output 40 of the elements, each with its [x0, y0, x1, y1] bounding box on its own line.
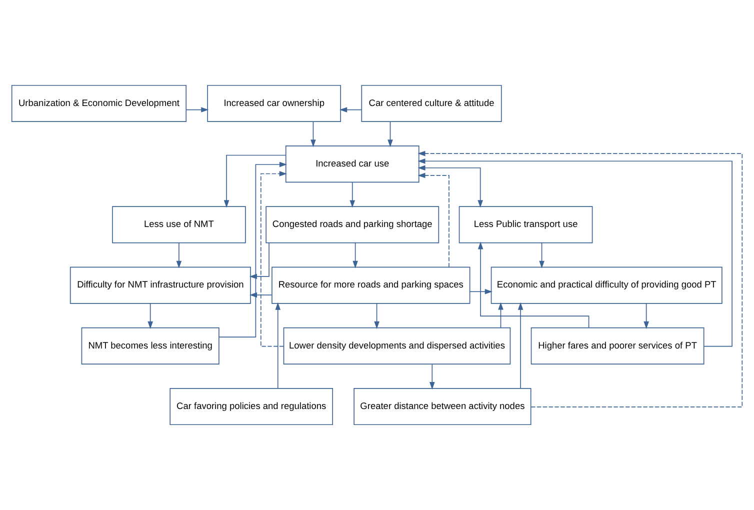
node-box: Car favoring policies and regulations	[170, 388, 333, 426]
arrow	[310, 121, 316, 148]
node-box: Higher fares and poorer services of PT	[530, 327, 704, 364]
node-box: Lower density developments and dispersed activities	[283, 327, 511, 364]
arrow	[469, 288, 492, 294]
arrow	[388, 121, 393, 148]
arrow	[374, 303, 380, 330]
node-box: Economic and practical difficulty of providing good PT	[490, 266, 722, 304]
arrow	[418, 165, 483, 208]
node-box: Difficulty for NMT infrastructure provision	[70, 266, 251, 304]
arrow	[418, 150, 743, 408]
arrow	[350, 182, 356, 208]
arrow	[418, 158, 732, 347]
arrow	[352, 242, 358, 268]
node-box: Increased car use	[285, 146, 420, 183]
arrow	[218, 162, 288, 338]
arrow	[275, 302, 281, 389]
node-box: Less Public transport use	[458, 206, 593, 244]
arrow	[498, 302, 504, 328]
node-box: Increased car ownership	[207, 84, 341, 122]
arrow	[340, 107, 362, 112]
arrow	[418, 172, 450, 268]
node-box: Greater distance between activity nodes	[354, 388, 532, 426]
arrow	[176, 242, 182, 268]
arrow	[224, 154, 286, 208]
arrow	[260, 171, 287, 347]
arrow	[518, 302, 524, 389]
arrow	[249, 292, 272, 298]
arrow	[148, 303, 153, 330]
node-box: Car centered culture & attitude	[361, 84, 502, 122]
arrow	[539, 242, 544, 268]
arrow	[429, 364, 435, 390]
arrow	[186, 107, 209, 112]
node-box: NMT becomes less interesting	[81, 327, 220, 364]
node-box: Resource for more roads and parking spaces	[272, 266, 470, 304]
node-box: Congested roads and parking shortage	[266, 206, 440, 244]
arrow	[249, 242, 270, 280]
node-box: Urbanization & Economic Development	[11, 84, 187, 122]
arrow	[644, 303, 649, 330]
node-box: Less use of NMT	[112, 206, 246, 244]
